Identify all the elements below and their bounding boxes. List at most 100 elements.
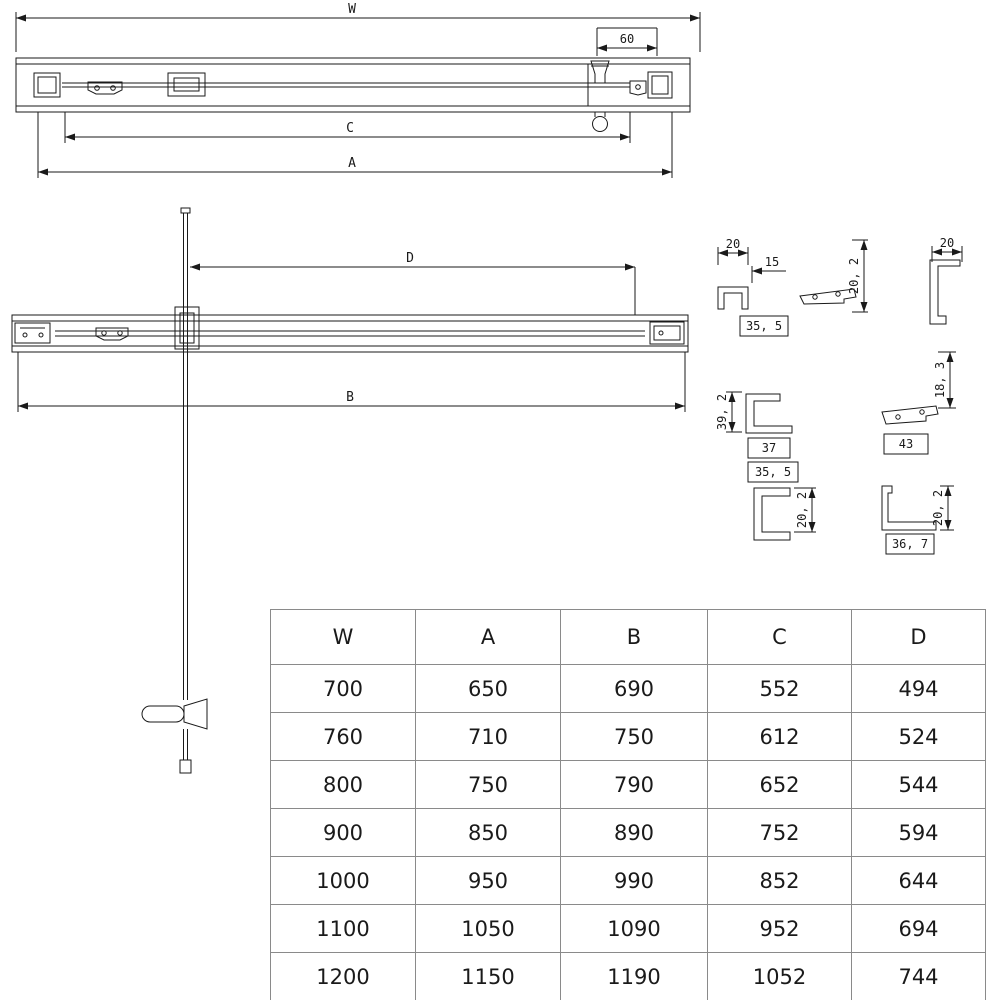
dimension-d: D [190, 251, 636, 315]
table-cell: 850 [415, 808, 561, 857]
front-wall-bracket [95, 327, 129, 341]
dim-label-p1-width: 20 [726, 237, 740, 251]
table-cell: 750 [415, 760, 561, 809]
dimension-a: A [37, 112, 673, 178]
table-cell: 750 [560, 712, 708, 761]
profile-4-section [745, 393, 793, 434]
table-row: 1100 1050 1090 952 694 [270, 904, 986, 953]
profile-6-section [881, 485, 937, 531]
dim-label-b: B [346, 390, 354, 405]
dim-label-p6-width: 36, 7 [892, 537, 928, 551]
col-header-b: B [560, 609, 708, 665]
table-cell: 690 [560, 664, 708, 713]
table-cell: 700 [270, 664, 416, 713]
table-cell: 612 [707, 712, 852, 761]
dim-label-c: C [346, 121, 354, 136]
dimension-c: C [64, 112, 631, 143]
table-cell: 1190 [560, 952, 708, 1000]
table-cell: 950 [415, 856, 561, 905]
dim-label-p5-width: 35, 5 [755, 465, 791, 479]
handle-knob-top [590, 60, 610, 132]
table-cell: 990 [560, 856, 708, 905]
profile-2: 20 [929, 236, 963, 325]
table-cell: 544 [851, 760, 986, 809]
table-cell: 1050 [415, 904, 561, 953]
profile-3-section [881, 405, 939, 425]
dim-label-p1-offset: 15 [765, 255, 779, 269]
table-cell: 800 [270, 760, 416, 809]
table-cell: 952 [707, 904, 852, 953]
dim-label-60: 60 [620, 32, 634, 46]
table-cell: 1150 [415, 952, 561, 1000]
roller-carriage-top [167, 72, 206, 97]
table-row: 1200 1150 1190 1052 744 [270, 952, 986, 1000]
table-row: 1000 950 990 852 644 [270, 856, 986, 905]
wall-bracket [87, 81, 123, 95]
table-cell: 1100 [270, 904, 416, 953]
table-cell: 552 [707, 664, 852, 713]
profile-5: 35, 5 20, 2 [747, 461, 816, 541]
table-cell: 1090 [560, 904, 708, 953]
dimension-60: 60 [596, 27, 658, 56]
table-header-row: W A B C D [270, 609, 986, 665]
col-header-a: A [415, 609, 561, 665]
bar-clamp [174, 306, 200, 350]
profile-4: 39, 2 37 [715, 391, 793, 459]
top-view-drawing: W 60 [15, 2, 701, 178]
top-view-body [15, 57, 691, 113]
table-cell: 652 [707, 760, 852, 809]
dim-label-d: D [406, 251, 414, 266]
table-cell: 900 [270, 808, 416, 857]
table-cell: 644 [851, 856, 986, 905]
size-table: W A B C D 700 650 690 552 494 760 710 75… [270, 609, 986, 1000]
table-cell: 760 [270, 712, 416, 761]
col-header-d: D [851, 609, 986, 665]
dim-label-p2-width: 20 [940, 236, 954, 250]
profile-sections: 20 15 20, 2 35, 5 20 [715, 236, 963, 555]
table-cell: 650 [415, 664, 561, 713]
dim-label-p6-depth: 20, 2 [931, 490, 945, 526]
dim-label-p1-overall: 35, 5 [746, 319, 782, 333]
dim-label-p3-height: 18, 3 [933, 362, 947, 398]
profile-6: 20, 2 36, 7 [881, 485, 954, 555]
table-cell: 524 [851, 712, 986, 761]
table-cell: 1200 [270, 952, 416, 1000]
dim-label-w: W [348, 2, 356, 17]
front-view-body [11, 314, 689, 353]
profile-1-bracket [799, 288, 857, 305]
dim-label-p5-depth: 20, 2 [795, 492, 809, 528]
table-cell: 852 [707, 856, 852, 905]
table-row: 800 750 790 652 544 [270, 760, 986, 809]
profile-1-section [717, 286, 749, 310]
table-row: 900 850 890 752 594 [270, 808, 986, 857]
table-row: 760 710 750 612 524 [270, 712, 986, 761]
dim-label-p4-height: 39, 2 [715, 394, 729, 430]
table-row: 700 650 690 552 494 [270, 664, 986, 713]
dim-label-p3-width: 43 [899, 437, 913, 451]
front-right-end [649, 321, 685, 345]
col-header-c: C [707, 609, 852, 665]
table-cell: 790 [560, 760, 708, 809]
table-cell: 694 [851, 904, 986, 953]
profile-1: 20 15 20, 2 35, 5 [717, 237, 868, 337]
left-end-cap [33, 72, 61, 98]
col-header-w: W [270, 609, 416, 665]
front-left-bracket [14, 322, 51, 344]
table-cell: 494 [851, 664, 986, 713]
table-cell: 752 [707, 808, 852, 857]
right-end-cap [647, 71, 673, 99]
dim-label-a: A [348, 156, 356, 171]
dimension-b: B [17, 352, 686, 412]
dimension-w: W [15, 2, 701, 52]
profile-3: 18, 3 43 [881, 351, 956, 455]
dim-label-p1-depth: 20, 2 [847, 258, 861, 294]
table-cell: 744 [851, 952, 986, 1000]
table-cell: 890 [560, 808, 708, 857]
table-cell: 1052 [707, 952, 852, 1000]
table-cell: 710 [415, 712, 561, 761]
table-cell: 1000 [270, 856, 416, 905]
dim-label-p4-width: 37 [762, 441, 776, 455]
handle-grip [141, 698, 208, 774]
